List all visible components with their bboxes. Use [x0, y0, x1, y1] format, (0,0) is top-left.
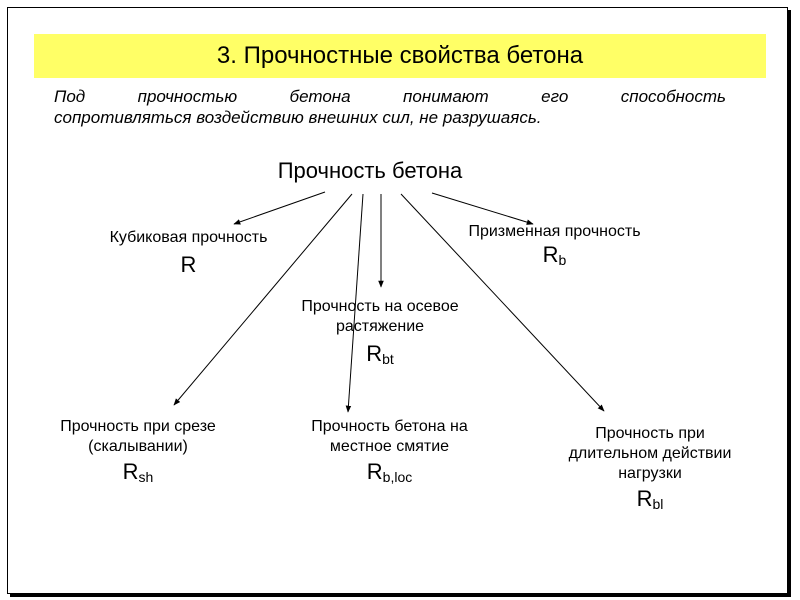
slide-frame [7, 7, 788, 594]
node-cube-strength: Кубиковая прочность R [86, 228, 291, 283]
intro-line-1: Под прочностью бетона понимают его спосо… [54, 86, 726, 107]
node-label: Призменная прочность [468, 223, 641, 240]
intro-word: его [541, 87, 569, 106]
arrow-to-local [345, 193, 364, 413]
title-bar: 3. Прочностные свойства бетона [34, 34, 766, 78]
node-symbol: Rbt [366, 341, 394, 367]
intro-word: понимают [403, 87, 489, 106]
node-symbol: Rb,loc [366, 459, 413, 485]
node-long-term-load: Прочность при длительном действии нагруз… [540, 424, 760, 517]
node-symbol: Rb [542, 242, 567, 268]
intro-paragraph: Под прочностью бетона понимают его спосо… [54, 86, 726, 128]
node-symbol: Rsh [122, 459, 154, 485]
intro-line-2: сопротивляться воздействию внешних сил, … [54, 108, 542, 127]
node-label: Кубиковая прочность [109, 229, 268, 246]
node-shear-strength: Прочность при срезе (скалывании) Rsh [38, 417, 238, 490]
slide-title: 3. Прочностные свойства бетона [216, 42, 584, 69]
arrow-to-longterm [400, 193, 605, 412]
intro-word: бетона [289, 87, 351, 106]
node-label: Прочность на осевое [301, 298, 459, 315]
node-label: растяжение [335, 318, 425, 335]
node-axial-tension: Прочность на осевое растяжение Rbt [275, 297, 485, 372]
intro-word: Под [54, 87, 86, 106]
arrow-to-shear [173, 193, 353, 406]
node-label: Прочность бетона на [311, 418, 468, 435]
node-prism-strength: Призменная прочность Rb [442, 222, 667, 273]
node-local-crushing: Прочность бетона на местное смятие Rb,lo… [282, 417, 497, 490]
arrow-to-cube [233, 191, 326, 225]
node-label: Прочность при [595, 425, 705, 442]
arrow-to-prism [431, 192, 534, 225]
intro-word: прочностью [137, 87, 238, 106]
node-symbol: Rbl [636, 486, 664, 512]
intro-word: способность [620, 87, 726, 106]
node-label: Прочность при срезе [60, 418, 216, 435]
node-label: (скалывании) [88, 438, 188, 455]
center-node: Прочность бетона [277, 158, 463, 183]
node-label: длительном действии [568, 445, 732, 462]
node-label: местное смятие [329, 438, 450, 455]
node-label: нагрузки [618, 465, 682, 482]
node-symbol: R [180, 252, 197, 277]
